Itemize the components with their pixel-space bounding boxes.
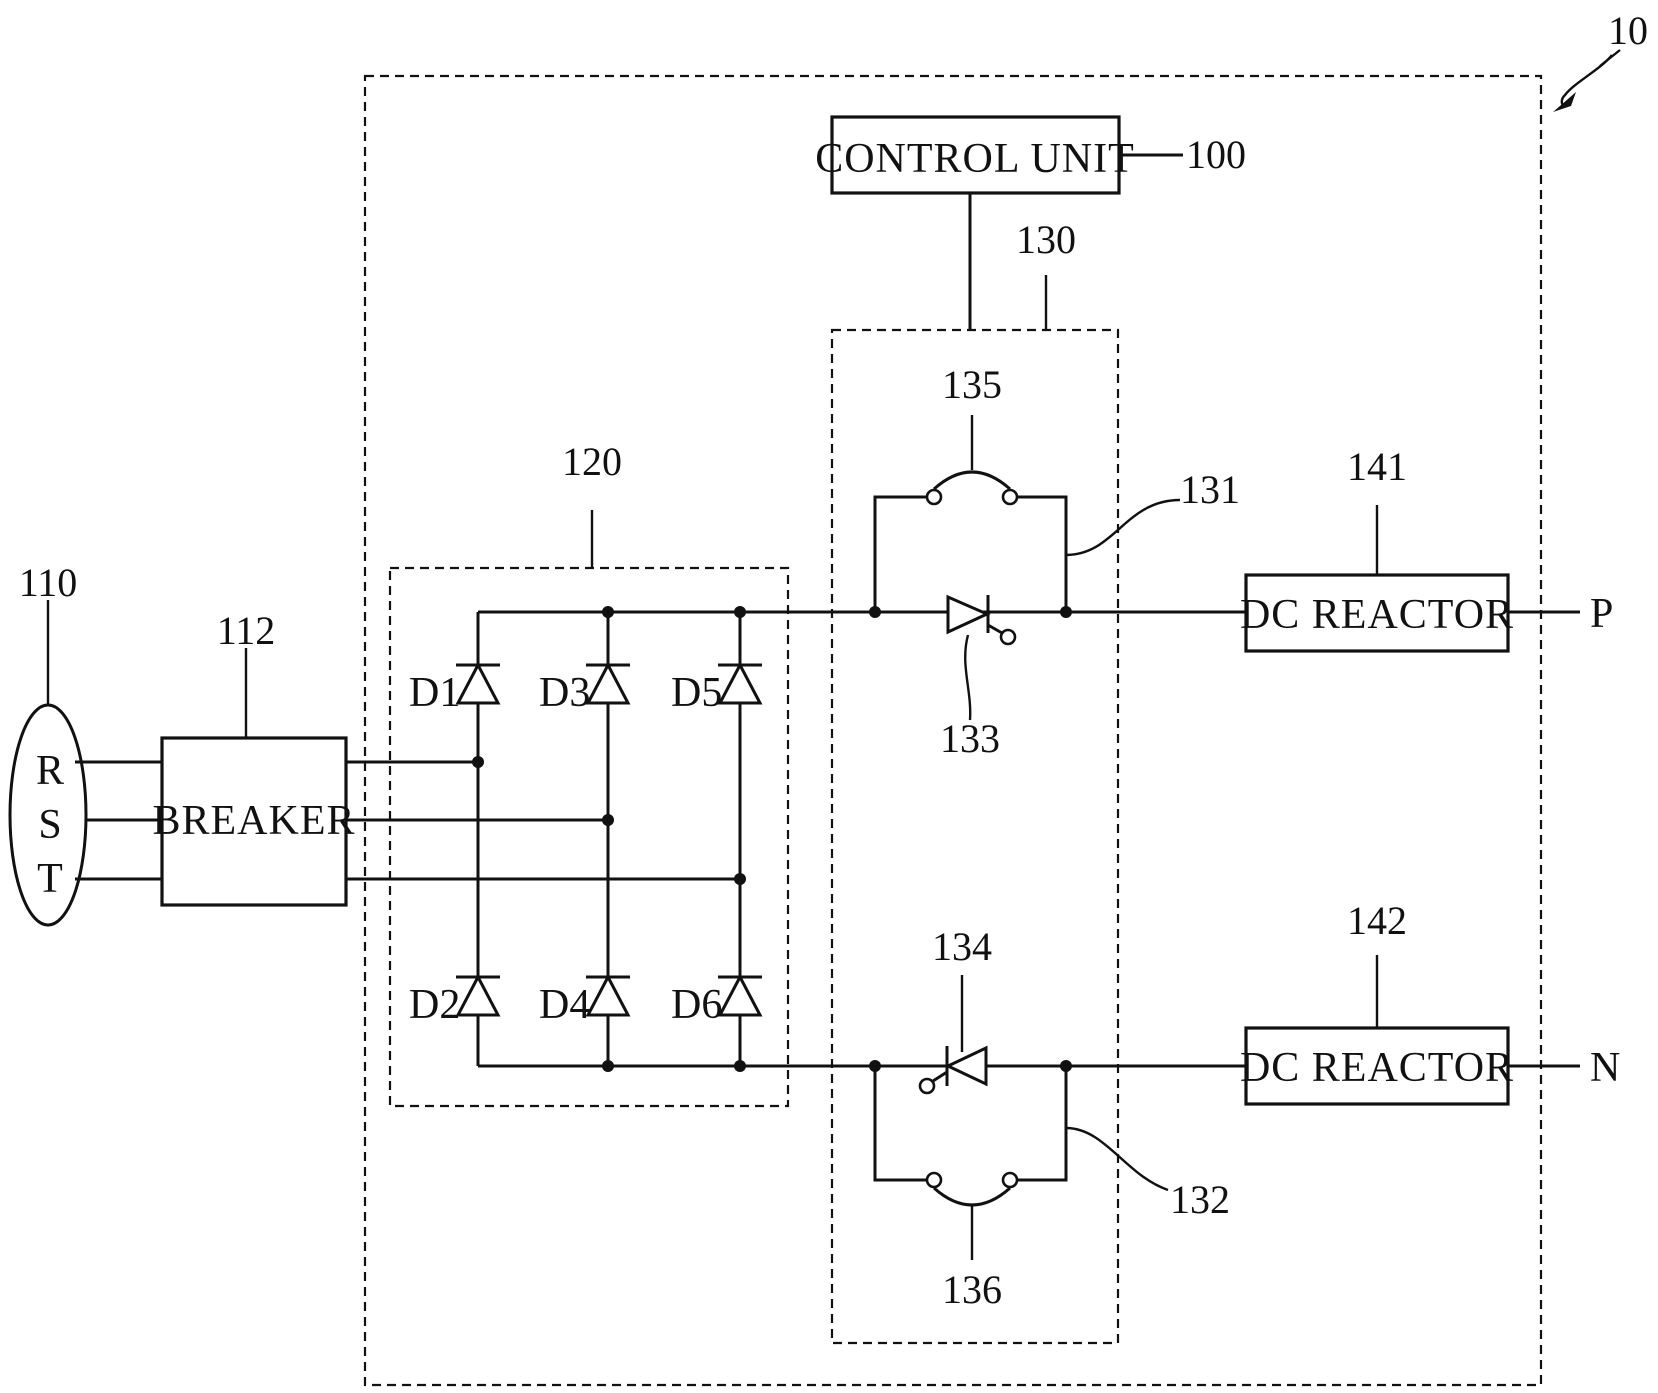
- dc-reactor-n-box: [1244, 1026, 1510, 1106]
- diode-d1-label: D1: [409, 670, 460, 716]
- diode-d5: [717, 661, 763, 705]
- rectifier-enclosure: [388, 566, 790, 1108]
- relay-136-contact-left: [925, 1171, 943, 1189]
- dc-reactor-p-label: DC REACTOR: [1240, 592, 1514, 638]
- breaker-label: BREAKER: [152, 798, 355, 844]
- ref-132: 132: [1170, 1177, 1230, 1222]
- diode-d2: [455, 973, 501, 1017]
- control-unit-label: CONTROL UNIT: [815, 136, 1135, 182]
- ref-133: 133: [940, 716, 1000, 761]
- ref-141: 141: [1347, 444, 1407, 489]
- diode-d3: [585, 661, 631, 705]
- device-enclosure: [363, 74, 1543, 1387]
- ref-130: 130: [1016, 217, 1076, 262]
- breaker-box: [160, 736, 348, 907]
- relay-136-arc: [933, 1186, 1011, 1207]
- ref-110: 110: [19, 560, 78, 605]
- ref-135: 135: [942, 362, 1002, 407]
- relay-135-arc: [933, 470, 1011, 491]
- ref-100: 100: [1186, 132, 1246, 177]
- diode-d3-label: D3: [539, 670, 590, 716]
- diode-d1: [455, 661, 501, 705]
- relay-135-contact-right: [1001, 488, 1019, 506]
- ref-112: 112: [217, 608, 276, 653]
- ref-134: 134: [932, 924, 992, 969]
- thyristor-134: [918, 1045, 988, 1095]
- phase-s-label: S: [38, 802, 61, 848]
- diode-d4: [585, 973, 631, 1017]
- relay-136-contact-right: [1001, 1171, 1019, 1189]
- switch-enclosure: [830, 328, 1120, 1345]
- diode-d4-label: D4: [539, 982, 590, 1028]
- ref-131: 131: [1180, 467, 1240, 512]
- terminal-n-label: N: [1590, 1045, 1620, 1091]
- phase-r-label: R: [36, 748, 64, 794]
- diode-d2-label: D2: [409, 982, 460, 1028]
- dc-reactor-n-label: DC REACTOR: [1240, 1045, 1514, 1091]
- thyristor-133: [946, 594, 1017, 646]
- device-pointer-arrow: [1553, 49, 1621, 112]
- ref-142: 142: [1347, 898, 1407, 943]
- ref-120: 120: [562, 439, 622, 484]
- ref-136: 136: [942, 1267, 1002, 1312]
- phase-t-label: T: [37, 856, 63, 902]
- terminal-p-label: P: [1590, 591, 1613, 637]
- relay-135-contact-left: [925, 488, 943, 506]
- diode-d6: [717, 973, 763, 1017]
- diode-d5-label: D5: [671, 670, 722, 716]
- ref-10: 10: [1608, 8, 1648, 53]
- diode-d6-label: D6: [671, 982, 722, 1028]
